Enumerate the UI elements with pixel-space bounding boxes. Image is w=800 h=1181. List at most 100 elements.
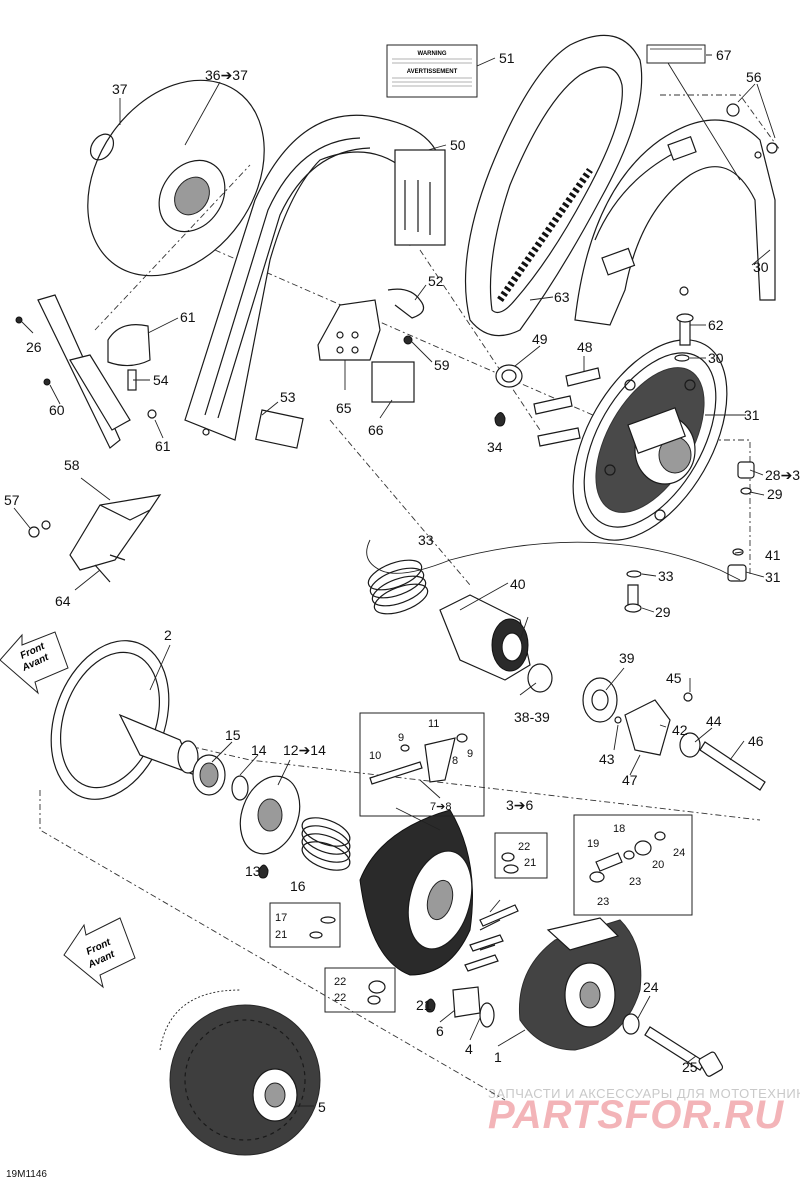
kit-box-levers — [359, 712, 485, 817]
warning-label-title-fr: AVERTISSEMENT — [407, 69, 458, 75]
part-lever-kit — [359, 712, 485, 817]
part-clutch-assembly — [159, 989, 321, 1156]
part-bracket-hardware — [147, 409, 210, 436]
part-spring-and-cam — [366, 539, 741, 693]
part-pulley-fasteners — [624, 313, 755, 613]
part-guard-bracket-left — [15, 294, 151, 449]
callout-31b: 33 — [658, 568, 674, 584]
callout-42: 45 — [666, 670, 682, 686]
callout-51: 51 — [499, 50, 515, 66]
callout-4: 6 — [436, 1023, 444, 1039]
part-driven-pulley — [494, 339, 728, 541]
callout-66: 65 — [336, 400, 352, 416]
callout-39: 38-39 — [514, 709, 550, 725]
callout-22c: 22 — [334, 976, 346, 988]
callout-62: 34 — [487, 439, 503, 455]
callout-29b: 31 — [765, 569, 781, 585]
callout-20: 19 — [587, 838, 599, 850]
part-movable-sheave — [359, 809, 501, 976]
callout-30b: 29 — [655, 604, 671, 620]
callout-3-6: 3➔6 — [506, 797, 534, 813]
callout-63: 64 — [55, 593, 71, 609]
callout-47: 46 — [748, 733, 764, 749]
callout-61b: 60 — [49, 402, 65, 418]
callout-labels: 37 36➔37 51 67 56 50 2 15 14 12➔14 11 9 … — [4, 47, 800, 1115]
callout-49: 63 — [554, 289, 570, 305]
callout-21a: 21 — [524, 857, 536, 869]
callout-23b: 23 — [597, 896, 609, 908]
callout-60: 54 — [153, 372, 169, 388]
diagram-id-label: 19M1146 — [6, 1169, 47, 1180]
callout-21b: 17 — [275, 912, 287, 924]
callout-8: 8 — [452, 755, 458, 767]
callout-21c: 22 — [334, 992, 346, 1004]
callout-45: 39 — [619, 650, 635, 666]
callout-1: 5 — [318, 1099, 326, 1115]
callout-11: 11 — [428, 718, 439, 730]
callout-58: 66 — [368, 422, 384, 438]
callout-10: 10 — [369, 750, 381, 762]
callout-48: 49 — [532, 331, 548, 347]
part-belt-guard-bracket — [184, 114, 446, 449]
callout-12-14: 12➔14 — [283, 742, 326, 758]
callout-44: 43 — [599, 751, 615, 767]
callout-6: 21 — [416, 997, 432, 1013]
part-mount-bracket-57 — [28, 494, 162, 583]
part-shim-kit-a — [494, 832, 548, 879]
callout-13: 13 — [245, 863, 261, 879]
callout-46: 44 — [706, 713, 722, 729]
callout-7-8: 7➔8 — [430, 801, 451, 813]
callout-52: 53 — [280, 389, 296, 405]
callout-41: 47 — [622, 772, 638, 788]
callout-16: 16 — [290, 878, 306, 894]
part-fixed-sheave — [50, 640, 249, 801]
callout-23a: 24 — [673, 847, 685, 859]
callout-50: 50 — [450, 137, 466, 153]
callout-56: 56 — [746, 69, 762, 85]
callout-5: 4 — [465, 1041, 473, 1057]
callout-24b: 23 — [629, 876, 641, 888]
callout-29a: 28➔33 — [765, 467, 800, 483]
callout-9a: 9 — [398, 732, 404, 744]
callout-24a: 20 — [652, 859, 664, 871]
part-shim-kit-b — [269, 902, 341, 948]
callout-19: 18 — [613, 823, 625, 835]
callout-34: 48 — [577, 339, 593, 355]
callout-40: 33 — [418, 532, 434, 548]
callout-57: 58 — [64, 457, 80, 473]
callout-14: 14 — [251, 742, 267, 758]
callout-33b: 41 — [765, 547, 781, 563]
callout-22b: 21 — [275, 929, 287, 941]
callout-37a: 37 — [112, 81, 128, 97]
part-cam-hardware — [582, 677, 766, 791]
part-shim-kit-c — [324, 967, 396, 1013]
part-drive-sheave-disc — [87, 79, 265, 277]
callout-61a: 26 — [26, 339, 42, 355]
part-bolt-washer — [622, 1013, 724, 1077]
part-latch-assembly — [317, 288, 425, 403]
callout-67: 67 — [716, 47, 732, 63]
part-warning-label: WARNING AVERTISSEMENT — [386, 44, 478, 98]
callout-15: 15 — [225, 727, 241, 743]
callout-22a: 22 — [518, 841, 530, 853]
callout-53: 61 — [155, 438, 171, 454]
watermark-caption: ЗАПЧАСТИ И АКСЕССУАРЫ ДЛЯ МОТОТЕХНИКИ — [488, 1086, 800, 1101]
callout-64: 57 — [4, 492, 20, 508]
watermark-logo: PARTSFOR.RU — [488, 1093, 784, 1137]
callout-54: 61 — [180, 309, 196, 325]
callout-25: 24 — [643, 979, 659, 995]
callout-9b: 9 — [467, 748, 473, 760]
part-sheave-bolts — [425, 904, 519, 1028]
warning-label-title: WARNING — [418, 51, 447, 57]
part-spring-seat — [239, 775, 351, 879]
front-arrow-upper: Front Avant — [0, 631, 69, 695]
part-spider — [518, 814, 693, 1051]
callout-2: 2 — [164, 627, 172, 643]
leader-lines — [13, 54, 776, 1107]
callout-36-37: 36➔37 — [205, 67, 248, 83]
callout-38-39: 40 — [510, 576, 526, 592]
callout-31a: 30 — [708, 350, 724, 366]
part-drive-belt — [464, 34, 643, 337]
part-67-tag — [646, 44, 706, 64]
